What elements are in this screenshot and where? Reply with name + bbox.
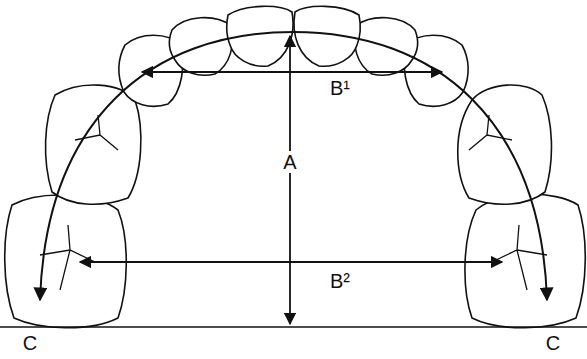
dimension-label: C bbox=[21, 332, 39, 354]
dimension-label: B² bbox=[328, 270, 352, 292]
dimension-label: A bbox=[281, 151, 298, 173]
dimension-label: B¹ bbox=[328, 77, 352, 99]
dimension-label: C bbox=[544, 332, 562, 354]
